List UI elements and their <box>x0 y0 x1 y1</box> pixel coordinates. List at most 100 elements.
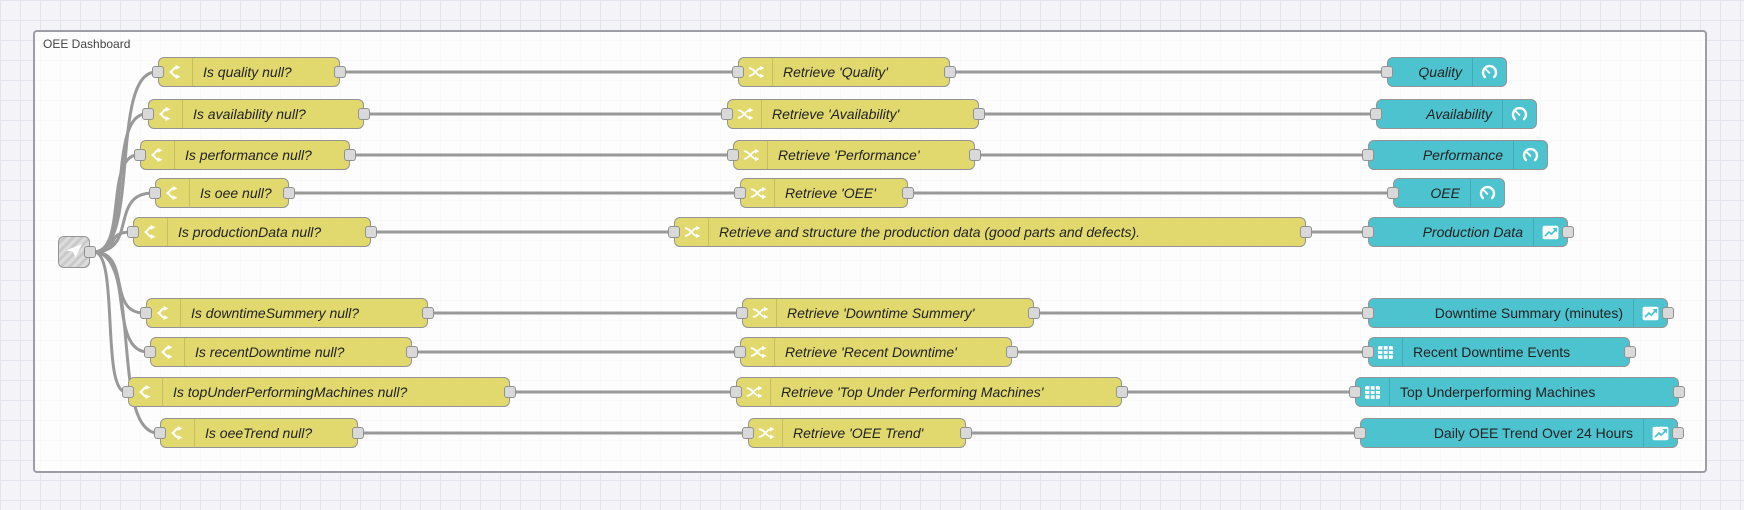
input-port[interactable] <box>1387 187 1399 199</box>
wire[interactable] <box>92 250 128 394</box>
input-port[interactable] <box>149 187 161 199</box>
output-port[interactable] <box>973 108 985 120</box>
node-label: Retrieve 'OEE' <box>785 185 876 201</box>
wire[interactable] <box>92 250 160 435</box>
input-port[interactable] <box>134 149 146 161</box>
output-port[interactable] <box>84 246 96 258</box>
switch-node[interactable]: Is productionData null? <box>127 217 377 247</box>
output-port[interactable] <box>960 427 972 439</box>
change-icon <box>741 179 775 207</box>
group-label: OEE Dashboard <box>43 37 131 51</box>
output-port[interactable] <box>969 149 981 161</box>
input-port[interactable] <box>736 307 748 319</box>
change-node[interactable]: Retrieve 'Performance' <box>727 140 981 170</box>
output-port[interactable] <box>352 427 364 439</box>
switch-node[interactable]: Is topUnderPerformingMachines null? <box>122 377 516 407</box>
output-port[interactable] <box>358 108 370 120</box>
input-port[interactable] <box>152 66 164 78</box>
switch-node[interactable]: Is oee null? <box>149 178 295 208</box>
input-port[interactable] <box>1362 149 1374 161</box>
dashboard-node[interactable]: Daily OEE Trend Over 24 Hours <box>1354 418 1684 448</box>
input-port[interactable] <box>1370 108 1382 120</box>
input-port[interactable] <box>727 149 739 161</box>
input-port[interactable] <box>1349 386 1361 398</box>
input-port[interactable] <box>1362 346 1374 358</box>
output-port[interactable] <box>504 386 516 398</box>
dashboard-node[interactable]: Quality <box>1381 57 1507 87</box>
dashboard-node[interactable]: Downtime Summary (minutes) <box>1362 298 1674 328</box>
switch-node[interactable]: Is availability null? <box>142 99 370 129</box>
dashboard-node[interactable]: Top Underperforming Machines <box>1349 377 1685 407</box>
node-label: Retrieve 'Top Under Performing Machines' <box>781 384 1044 400</box>
output-port[interactable] <box>944 66 956 78</box>
node-label: Is availability null? <box>193 106 306 122</box>
switch-icon <box>147 299 181 327</box>
node-label: Downtime Summary (minutes) <box>1434 305 1623 321</box>
change-node[interactable]: Retrieve and structure the production da… <box>668 217 1312 247</box>
node-label: Retrieve 'Performance' <box>778 147 920 163</box>
output-port[interactable] <box>1028 307 1040 319</box>
input-port[interactable] <box>144 346 156 358</box>
output-port[interactable] <box>406 346 418 358</box>
node-label: Retrieve 'Downtime Summery' <box>787 305 975 321</box>
change-node[interactable]: Retrieve 'Top Under Performing Machines' <box>730 377 1128 407</box>
output-port[interactable] <box>422 307 434 319</box>
link-in-icon <box>64 240 84 265</box>
change-node[interactable]: Retrieve 'OEE Trend' <box>742 418 972 448</box>
output-port[interactable] <box>1662 307 1674 319</box>
change-node[interactable]: Retrieve 'OEE' <box>734 178 914 208</box>
input-port[interactable] <box>1362 226 1374 238</box>
output-port[interactable] <box>1562 226 1574 238</box>
input-port[interactable] <box>734 346 746 358</box>
chart-line-icon <box>1643 419 1677 447</box>
input-port[interactable] <box>127 226 139 238</box>
output-port[interactable] <box>334 66 346 78</box>
wire[interactable] <box>92 153 140 254</box>
input-port[interactable] <box>730 386 742 398</box>
dashboard-node[interactable]: Availability <box>1370 99 1537 129</box>
input-port[interactable] <box>721 108 733 120</box>
input-port[interactable] <box>668 226 680 238</box>
node-label: Quality <box>1418 64 1462 80</box>
input-port[interactable] <box>122 386 134 398</box>
node-label: Is oee null? <box>200 185 272 201</box>
input-port[interactable] <box>1354 427 1366 439</box>
switch-node[interactable]: Is downtimeSummery null? <box>140 298 434 328</box>
output-port[interactable] <box>283 187 295 199</box>
switch-node[interactable]: Is oeeTrend null? <box>154 418 364 448</box>
output-port[interactable] <box>1006 346 1018 358</box>
output-port[interactable] <box>365 226 377 238</box>
dashboard-node[interactable]: Recent Downtime Events <box>1362 337 1636 367</box>
input-port[interactable] <box>1381 66 1393 78</box>
change-icon <box>749 419 783 447</box>
dashboard-node[interactable]: OEE <box>1387 178 1505 208</box>
switch-node[interactable]: Is performance null? <box>134 140 356 170</box>
input-port[interactable] <box>742 427 754 439</box>
input-port[interactable] <box>154 427 166 439</box>
output-port[interactable] <box>1624 346 1636 358</box>
link-in-node[interactable] <box>58 236 96 268</box>
switch-node[interactable]: Is recentDowntime null? <box>144 337 418 367</box>
input-port[interactable] <box>142 108 154 120</box>
change-node[interactable]: Retrieve 'Quality' <box>732 57 956 87</box>
output-port[interactable] <box>1673 386 1685 398</box>
change-node[interactable]: Retrieve 'Availability' <box>721 99 985 129</box>
dashboard-node[interactable]: Production Data <box>1362 217 1574 247</box>
switch-node[interactable]: Is quality null? <box>152 57 346 87</box>
node-label: Retrieve and structure the production da… <box>719 224 1141 240</box>
dashboard-node[interactable]: Performance <box>1362 140 1548 170</box>
output-port[interactable] <box>344 149 356 161</box>
input-port[interactable] <box>140 307 152 319</box>
change-node[interactable]: Retrieve 'Downtime Summery' <box>736 298 1040 328</box>
input-port[interactable] <box>734 187 746 199</box>
output-port[interactable] <box>1116 386 1128 398</box>
output-port[interactable] <box>1672 427 1684 439</box>
input-port[interactable] <box>732 66 744 78</box>
output-port[interactable] <box>1300 226 1312 238</box>
input-port[interactable] <box>1362 307 1374 319</box>
change-node[interactable]: Retrieve 'Recent Downtime' <box>734 337 1018 367</box>
output-port[interactable] <box>902 187 914 199</box>
switch-icon <box>151 338 185 366</box>
